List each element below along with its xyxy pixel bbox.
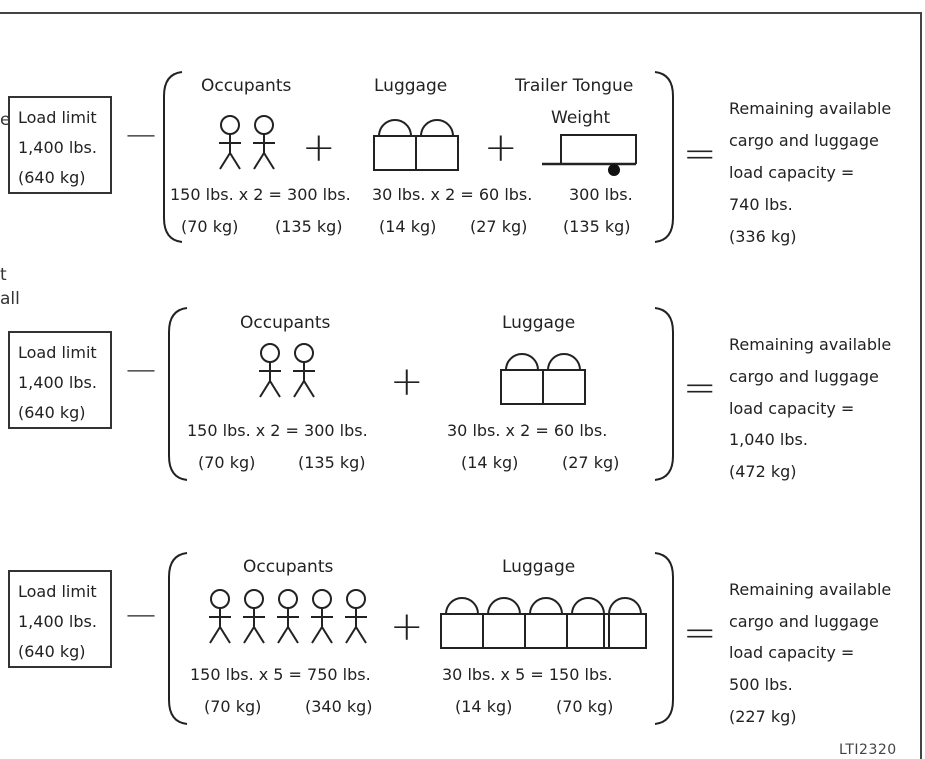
equals-operator: =: [683, 610, 717, 656]
result-line: Remaining available: [729, 99, 892, 118]
result-line: cargo and luggage: [729, 131, 879, 150]
occupants-kg-total: (135 kg): [275, 217, 343, 236]
frame-right-border: [920, 12, 922, 759]
person-icon: [292, 343, 316, 398]
luggage-calc: 30 lbs. x 2 = 60 lbs.: [447, 421, 608, 440]
occupants-kg-total: (135 kg): [298, 453, 366, 472]
right-bracket: [654, 71, 674, 243]
load-limit-lbs: 1,400 lbs.: [18, 373, 97, 392]
luggage-kg-each: (14 kg): [379, 217, 437, 236]
result-lbs: 740 lbs.: [729, 195, 793, 214]
result-line: load capacity =: [729, 163, 855, 182]
plus-operator: +: [390, 604, 424, 650]
luggage-kg-each: (14 kg): [455, 697, 513, 716]
left-bracket: [168, 307, 188, 481]
person-icon: [344, 589, 368, 644]
equals-operator: =: [683, 365, 717, 411]
result-lbs: 1,040 lbs.: [729, 430, 808, 449]
trailer-label: Trailer Tongue: [515, 76, 634, 96]
luggage-kg-total: (27 kg): [562, 453, 620, 472]
result-line: load capacity =: [729, 643, 855, 662]
luggage-icon: [542, 353, 586, 405]
left-bracket: [163, 71, 183, 243]
person-icon: [218, 115, 242, 170]
luggage-icon: [440, 597, 484, 649]
luggage-icon: [500, 353, 544, 405]
occupants-kg-each: (70 kg): [198, 453, 256, 472]
load-limit-box: Load limit 1,400 lbs. (640 kg): [8, 570, 112, 668]
luggage-label: Luggage: [502, 313, 576, 333]
person-icon: [252, 115, 276, 170]
load-limit-lbs: 1,400 lbs.: [18, 612, 97, 631]
result-line: load capacity =: [729, 399, 855, 418]
occupants-kg-each: (70 kg): [181, 217, 239, 236]
trailer-hitch-icon: [542, 134, 637, 176]
luggage-label: Luggage: [502, 557, 576, 577]
result-kg: (227 kg): [729, 707, 797, 726]
load-limit-kg: (640 kg): [18, 168, 86, 187]
person-icon: [310, 589, 334, 644]
plus-operator: +: [302, 125, 336, 171]
load-limit-label: Load limit: [18, 108, 97, 127]
luggage-kg-total: (70 kg): [556, 697, 614, 716]
occupants-calc: 150 lbs. x 5 = 750 lbs.: [190, 665, 371, 684]
right-bracket: [654, 552, 674, 725]
left-edge-fragment: all: [0, 289, 20, 309]
luggage-icon: [566, 597, 610, 649]
luggage-icon: [415, 119, 459, 171]
luggage-calc: 30 lbs. x 5 = 150 lbs.: [442, 665, 613, 684]
load-limit-label: Load limit: [18, 582, 97, 601]
occupants-kg-each: (70 kg): [204, 697, 262, 716]
luggage-kg-total: (27 kg): [470, 217, 528, 236]
plus-operator: +: [390, 359, 424, 405]
result-line: cargo and luggage: [729, 367, 879, 386]
person-icon: [208, 589, 232, 644]
plus-operator: +: [484, 125, 518, 171]
luggage-icon: [482, 597, 526, 649]
load-limit-kg: (640 kg): [18, 403, 86, 422]
load-limit-lbs: 1,400 lbs.: [18, 138, 97, 157]
load-limit-label: Load limit: [18, 343, 97, 362]
result-line: Remaining available: [729, 580, 892, 599]
luggage-icon: [524, 597, 568, 649]
load-limit-box: Load limit 1,400 lbs. (640 kg): [8, 331, 112, 429]
left-edge-fragment: t: [0, 265, 7, 285]
minus-operator: —: [126, 352, 156, 387]
result-kg: (336 kg): [729, 227, 797, 246]
luggage-icon: [603, 597, 647, 649]
result-line: Remaining available: [729, 335, 892, 354]
luggage-label: Luggage: [374, 76, 448, 96]
luggage-calc: 30 lbs. x 2 = 60 lbs.: [372, 185, 533, 204]
result-line: cargo and luggage: [729, 612, 879, 631]
result-lbs: 500 lbs.: [729, 675, 793, 694]
load-limit-kg: (640 kg): [18, 642, 86, 661]
right-bracket: [654, 307, 674, 481]
trailer-label-2: Weight: [551, 108, 611, 128]
left-edge-fragment: e: [0, 110, 11, 130]
occupants-kg-total: (340 kg): [305, 697, 373, 716]
left-bracket: [168, 552, 188, 725]
occupants-label: Occupants: [240, 313, 331, 333]
load-limit-box: Load limit 1,400 lbs. (640 kg): [8, 96, 112, 194]
figure-code: LTI2320: [839, 742, 897, 758]
minus-operator: —: [126, 117, 156, 152]
equals-operator: =: [683, 131, 717, 177]
trailer-weight-lbs: 300 lbs.: [569, 185, 633, 204]
luggage-kg-each: (14 kg): [461, 453, 519, 472]
occupants-calc: 150 lbs. x 2 = 300 lbs.: [170, 185, 351, 204]
occupants-calc: 150 lbs. x 2 = 300 lbs.: [187, 421, 368, 440]
person-icon: [258, 343, 282, 398]
occupants-label: Occupants: [243, 557, 334, 577]
person-icon: [242, 589, 266, 644]
trailer-weight-kg: (135 kg): [563, 217, 631, 236]
person-icon: [276, 589, 300, 644]
minus-operator: —: [126, 597, 156, 632]
result-kg: (472 kg): [729, 462, 797, 481]
frame-top-border: [0, 12, 921, 14]
luggage-icon: [373, 119, 417, 171]
occupants-label: Occupants: [201, 76, 292, 96]
